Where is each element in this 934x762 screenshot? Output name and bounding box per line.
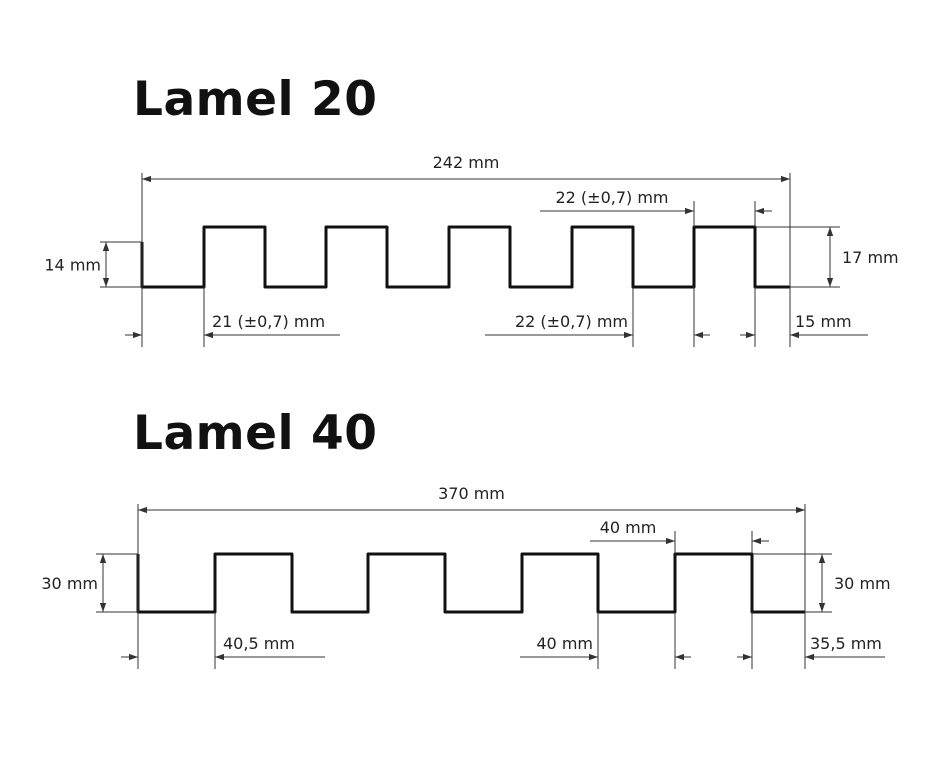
end-flange-label: 35,5 mm xyxy=(810,634,882,653)
left-height-label: 14 mm xyxy=(44,256,101,275)
bottom-gap-label: 22 (±0,7) mm xyxy=(515,312,628,331)
profile-outline xyxy=(140,225,790,289)
first-gap-label: 40,5 mm xyxy=(223,634,295,653)
profile-outline xyxy=(136,552,805,614)
lamel-40-drawing: 370 mm 40 mm 30 mm 30 mm 40,5 mm 40 mm 35,5 mm xyxy=(41,484,891,669)
bottom-gap-label: 40 mm xyxy=(536,634,593,653)
top-rib-label: 40 mm xyxy=(600,518,657,537)
total-width-label: 370 mm xyxy=(438,484,505,503)
lamel-20-drawing: 242 mm 22 (±0,7) mm 14 mm 17 mm 21 (±0,7) mm… xyxy=(44,153,899,347)
lamel-20-title: Lamel 20 xyxy=(133,72,378,127)
right-height-label: 17 mm xyxy=(842,248,899,267)
total-width-label: 242 mm xyxy=(433,153,500,172)
first-gap-label: 21 (±0,7) mm xyxy=(212,312,325,331)
end-flange-label: 15 mm xyxy=(795,312,852,331)
lamel-40-title: Lamel 40 xyxy=(133,406,378,461)
top-rib-label: 22 (±0,7) mm xyxy=(555,188,668,207)
left-height-label: 30 mm xyxy=(41,574,98,593)
right-height-label: 30 mm xyxy=(834,574,891,593)
